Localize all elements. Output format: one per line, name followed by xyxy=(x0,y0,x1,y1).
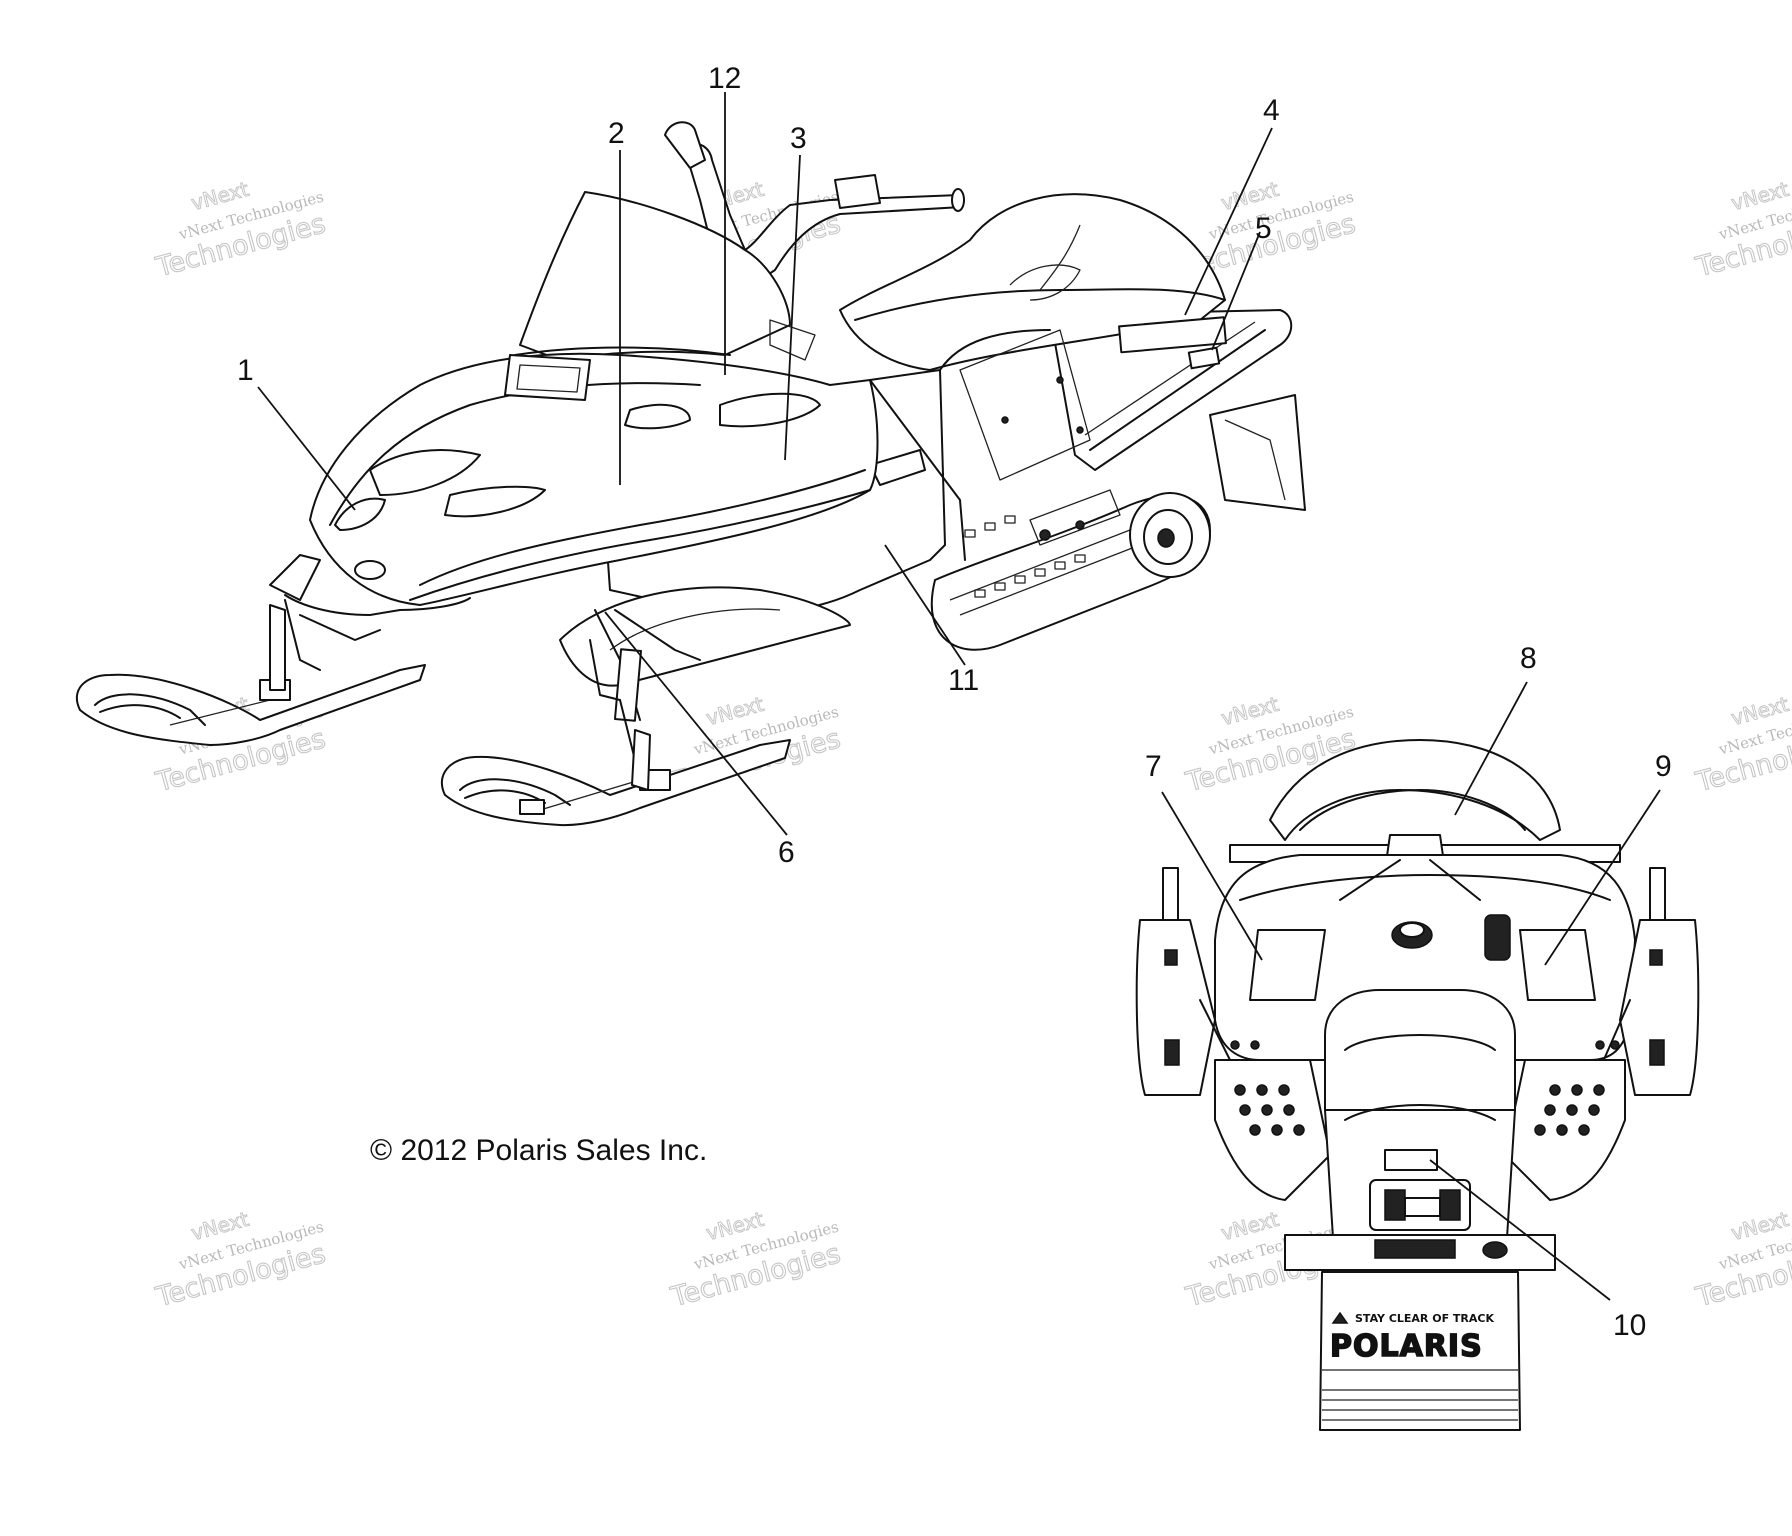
watermark: vNext vNext Technologies Technologies xyxy=(1692,691,1792,799)
rear-view-left-ski xyxy=(1135,867,1216,1096)
handlebar xyxy=(684,142,963,291)
callout-numbers: 1 2 3 4 5 6 7 8 9 10 11 12 xyxy=(237,62,1672,1342)
watermark: vNext vNext Technologies Technologies xyxy=(1692,1206,1792,1314)
callout-12: 12 xyxy=(708,62,741,95)
callout-11: 11 xyxy=(948,664,979,697)
callout-6: 6 xyxy=(778,836,795,869)
rear-view-seat xyxy=(1324,989,1516,1111)
callout-1: 1 xyxy=(237,354,254,387)
snow-flap-brand: POLARIS xyxy=(1330,1329,1483,1364)
callout-9: 9 xyxy=(1655,750,1672,783)
watermark: vNext vNext Technologies Technologies xyxy=(152,176,330,284)
windshield xyxy=(519,191,791,361)
snowmobile-side-view xyxy=(75,121,1306,827)
callout-leaders xyxy=(257,92,1661,1301)
snowmobile-rear-view: STAY CLEAR OF TRACK POLARIS xyxy=(1135,739,1700,1431)
callout-5: 5 xyxy=(1255,212,1272,245)
callout-7: 7 xyxy=(1145,750,1162,783)
watermark: vNext vNext Technologies Technologies xyxy=(152,1206,330,1314)
callout-3: 3 xyxy=(790,122,807,155)
decal-10 xyxy=(1384,1149,1438,1171)
ski-right xyxy=(440,739,791,827)
watermark: vNext vNext Technologies Technologies xyxy=(1692,176,1792,284)
ski-left xyxy=(75,664,426,746)
belly-pan xyxy=(559,586,851,687)
rear-view-body xyxy=(1214,854,1636,1061)
rear-view-right-ski xyxy=(1619,867,1700,1096)
snow-flap-warning: STAY CLEAR OF TRACK xyxy=(1355,1312,1494,1325)
copyright-notice: © 2012 Polaris Sales Inc. xyxy=(370,1134,707,1167)
rear-flap xyxy=(1209,394,1306,511)
callout-10: 10 xyxy=(1613,1309,1646,1342)
rear-idler-wheel xyxy=(1129,492,1211,578)
decal-4 xyxy=(1118,316,1227,354)
decal-5 xyxy=(1187,346,1221,370)
tunnel-rail xyxy=(1049,309,1293,471)
callout-8: 8 xyxy=(1520,642,1537,675)
watermark: vNext vNext Technologies Technologies xyxy=(667,1206,845,1314)
callout-2: 2 xyxy=(608,117,625,150)
decal-9 xyxy=(1519,929,1596,1001)
callout-4: 4 xyxy=(1263,94,1280,127)
decal-7 xyxy=(1249,929,1326,1001)
decal-1-target xyxy=(354,560,386,580)
